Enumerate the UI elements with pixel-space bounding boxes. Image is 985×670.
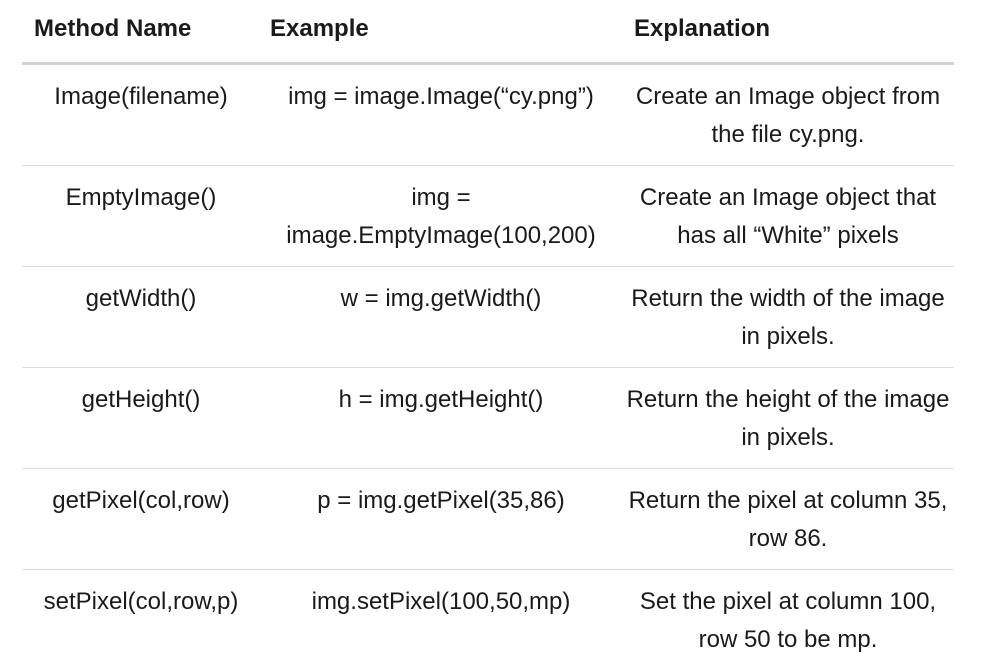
explanation-cell: Return the width of the image in pixels.: [631, 285, 945, 350]
table-row: getPixel(col,row) p = img.getPixel(35,86…: [22, 469, 954, 570]
explanation-cell: Return the pixel at column 35, row 86.: [628, 487, 948, 552]
table-row: setPixel(col,row,p) img.setPixel(100,50,…: [22, 570, 954, 670]
header-explanation: Explanation: [634, 15, 771, 42]
method-cell: Image(filename): [54, 83, 228, 110]
method-cell: EmptyImage(): [65, 184, 217, 211]
example-cell: w = img.getWidth(): [340, 285, 542, 312]
explanation-cell: Create an Image object from the file cy.…: [635, 83, 941, 148]
table-row: Image(filename) img = image.Image(“cy.pn…: [22, 65, 954, 166]
table-header-row: Method Name Example Explanation: [22, 0, 954, 65]
example-cell: img = image.EmptyImage(100,200): [286, 184, 596, 249]
explanation-cell: Return the height of the image in pixels…: [626, 386, 950, 451]
header-example: Example: [270, 15, 369, 42]
header-method-name: Method Name: [34, 15, 192, 42]
method-cell: getPixel(col,row): [52, 487, 230, 514]
example-cell: img = image.Image(“cy.png”): [288, 83, 594, 110]
table-row: EmptyImage() img = image.EmptyImage(100,…: [22, 166, 954, 267]
example-cell: p = img.getPixel(35,86): [317, 487, 565, 514]
method-cell: setPixel(col,row,p): [43, 588, 239, 615]
explanation-cell: Create an Image object that has all “Whi…: [639, 184, 937, 249]
table-row: getHeight() h = img.getHeight() Return t…: [22, 368, 954, 469]
method-cell: getWidth(): [85, 285, 197, 312]
example-cell: img.setPixel(100,50,mp): [311, 588, 571, 615]
image-methods-table: Method Name Example Explanation Image(fi…: [22, 0, 954, 670]
table-row: getWidth() w = img.getWidth() Return the…: [22, 267, 954, 368]
explanation-cell: Set the pixel at column 100, row 50 to b…: [639, 588, 937, 653]
method-cell: getHeight(): [81, 386, 201, 413]
example-cell: h = img.getHeight(): [338, 386, 544, 413]
